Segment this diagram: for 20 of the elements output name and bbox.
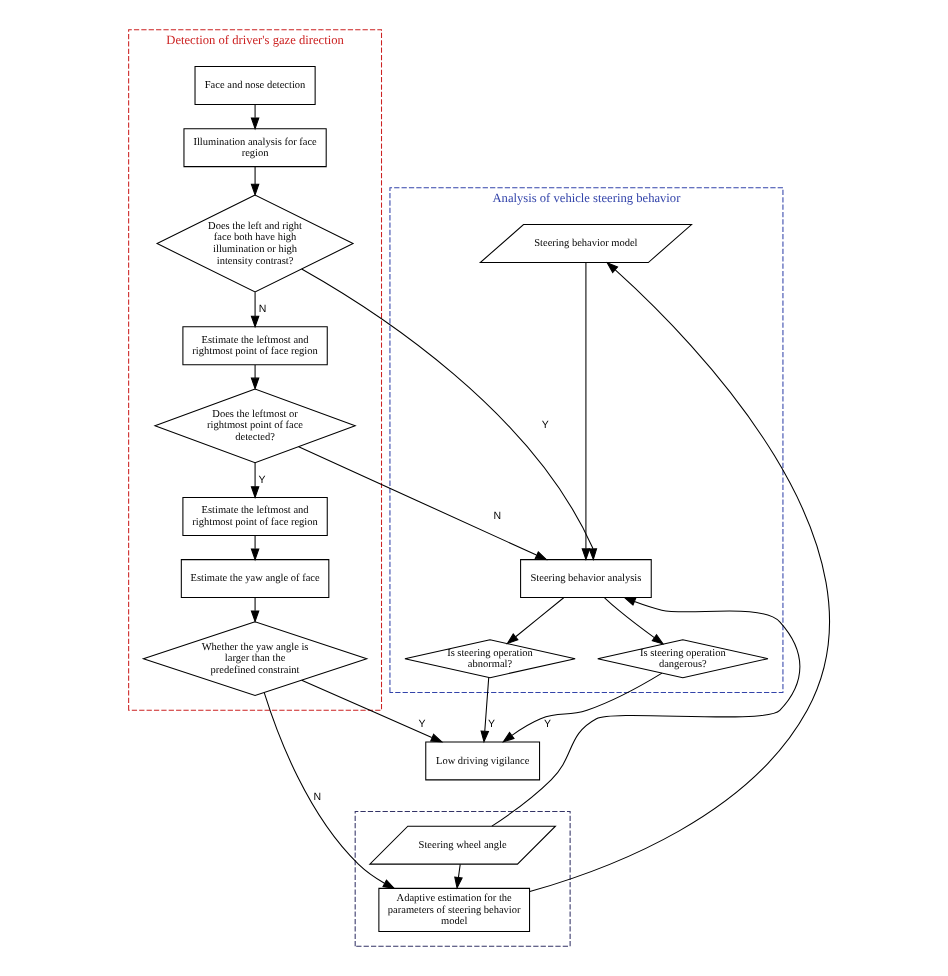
arrow — [603, 597, 664, 645]
arrow — [528, 261, 830, 893]
arrow — [249, 291, 259, 329]
arrow — [300, 268, 597, 561]
arrow — [262, 692, 395, 890]
arrow — [580, 262, 590, 561]
arrow — [249, 166, 259, 197]
arrow — [300, 679, 443, 743]
arrow — [249, 104, 259, 131]
arrow — [249, 535, 259, 562]
arrow — [453, 863, 462, 890]
arrow — [505, 597, 564, 645]
cluster — [353, 810, 570, 947]
arrow — [249, 462, 259, 499]
arrow — [249, 597, 259, 624]
arrow — [249, 364, 259, 391]
arrow — [490, 597, 800, 827]
arrow — [297, 446, 547, 561]
arrow — [501, 672, 662, 743]
arrow — [479, 677, 489, 744]
